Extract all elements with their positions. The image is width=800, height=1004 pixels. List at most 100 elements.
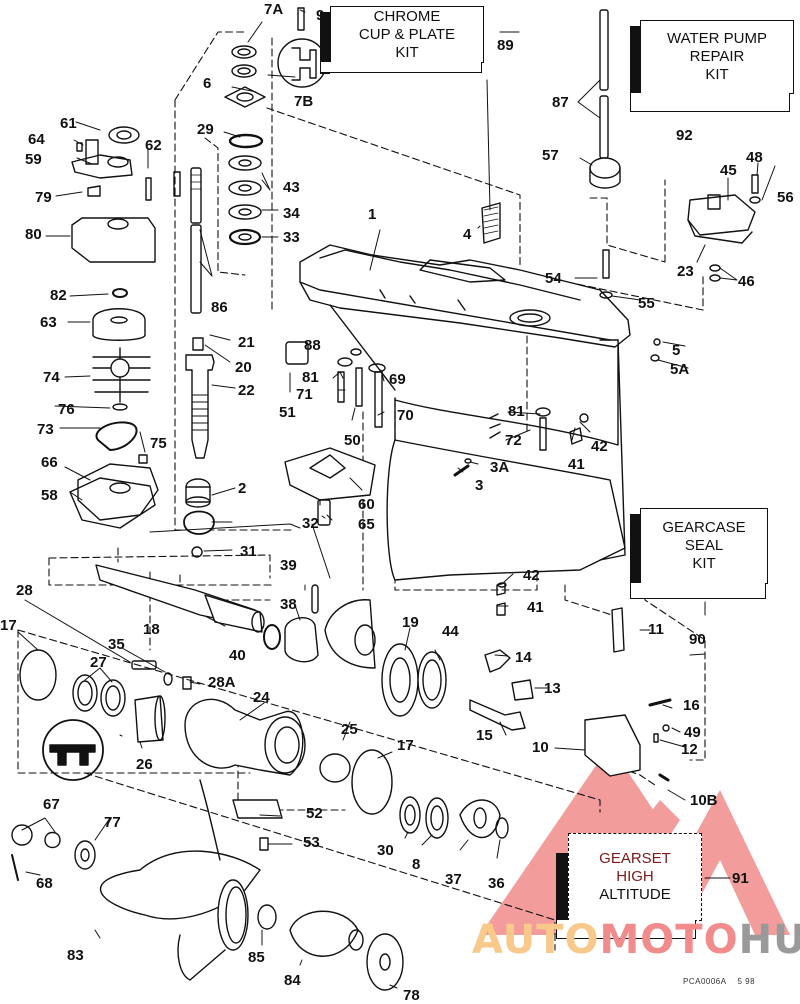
callout-25: 25 xyxy=(341,721,358,738)
stacked-washers xyxy=(224,7,327,246)
callout-14: 14 xyxy=(515,649,532,666)
callout-3A: 3A xyxy=(490,459,510,476)
callout-46: 46 xyxy=(738,273,755,290)
watermark-text: AUTOMOTOHUB xyxy=(472,920,800,960)
callout-39: 39 xyxy=(280,557,297,574)
callout-78: 78 xyxy=(403,987,420,1004)
callout-15: 15 xyxy=(476,727,493,744)
gearcase-housing xyxy=(299,244,631,581)
watermark-part-auto: AUTO xyxy=(472,917,600,963)
shifter-parts xyxy=(469,582,672,777)
callout-51: 51 xyxy=(279,404,296,421)
water-pump-parts xyxy=(69,126,159,529)
callout-81a: 81 xyxy=(302,369,319,386)
callout-85: 85 xyxy=(248,949,265,966)
callout-19: 19 xyxy=(402,614,419,631)
callout-4: 4 xyxy=(463,226,472,243)
callout-69: 69 xyxy=(389,371,406,388)
callout-53: 53 xyxy=(303,834,320,851)
callout-91: 91 xyxy=(732,870,749,887)
kit-line: KIT xyxy=(395,43,419,61)
callout-10B: 10B xyxy=(690,792,718,809)
kit-line: WATER PUMP xyxy=(667,30,767,47)
callout-1: 1 xyxy=(368,206,377,223)
callout-76: 76 xyxy=(58,401,75,418)
fasteners xyxy=(173,9,761,782)
callout-29: 29 xyxy=(197,121,214,138)
callout-7B: 7B xyxy=(294,93,314,110)
callout-12: 12 xyxy=(681,741,698,758)
callout-9: 9 xyxy=(316,7,325,24)
callout-38: 38 xyxy=(280,596,297,613)
drive-shaft-86 xyxy=(190,167,202,314)
kit-box-gearcase-seal: GEARCASE SEAL KIT xyxy=(630,508,770,603)
callout-42a: 42 xyxy=(591,438,608,455)
callout-17a: 17 xyxy=(0,617,17,634)
callout-34: 34 xyxy=(283,205,300,222)
callout-6: 6 xyxy=(203,75,212,92)
kit-box-chrome-cup-plate: CHROME CUP & PLATE KIT xyxy=(320,6,495,76)
callout-10: 10 xyxy=(532,739,549,756)
kit-line: GEARCASE xyxy=(662,519,746,536)
callout-73: 73 xyxy=(37,421,54,438)
callout-22: 22 xyxy=(238,382,255,399)
callout-72: 72 xyxy=(505,432,522,449)
figure-code: PCA0006A 5 98 xyxy=(683,977,755,986)
callout-35: 35 xyxy=(108,636,125,653)
callout-83: 83 xyxy=(67,947,84,964)
callout-30: 30 xyxy=(377,842,394,859)
pinion-bearing-housing-22 xyxy=(185,337,215,459)
callout-57: 57 xyxy=(542,147,559,164)
callout-70: 70 xyxy=(397,407,414,424)
callout-17b: 17 xyxy=(397,737,414,754)
callout-64: 64 xyxy=(28,131,45,148)
leader-lines xyxy=(17,9,776,989)
callout-28: 28 xyxy=(16,582,33,599)
callout-44: 44 xyxy=(442,623,459,640)
kit-line: REPAIR xyxy=(689,48,745,65)
kit-line: KIT xyxy=(705,66,729,83)
callout-27: 27 xyxy=(90,654,107,671)
callout-68: 68 xyxy=(36,875,53,892)
callout-37: 37 xyxy=(445,871,462,888)
propeller-83 xyxy=(11,779,404,991)
callout-79: 79 xyxy=(35,189,52,206)
callout-66: 66 xyxy=(41,454,58,471)
kit-line: HIGH xyxy=(616,868,654,885)
figure-code-id: PCA0006A xyxy=(683,977,727,986)
kit-line: GEARSET xyxy=(599,850,671,867)
callout-60: 60 xyxy=(358,496,375,513)
callout-41b: 41 xyxy=(527,599,544,616)
kit-box-water-pump-repair: WATER PUMP REPAIR KIT xyxy=(630,20,800,115)
kit-line: ALTITUDE xyxy=(599,886,671,903)
bearing-carrier-24 xyxy=(19,649,393,851)
callout-86: 86 xyxy=(211,299,228,316)
callout-80: 80 xyxy=(25,226,42,243)
callout-2: 2 xyxy=(238,480,247,497)
callout-81b: 81 xyxy=(508,403,525,420)
callout-52: 52 xyxy=(306,805,323,822)
watermark-part-moto: MOTO xyxy=(599,917,739,963)
callout-92: 92 xyxy=(676,127,693,144)
callout-82: 82 xyxy=(50,287,67,304)
kit-box-gearset-high-altitude: GEARSET HIGH ALTITUDE xyxy=(556,833,706,943)
callout-18: 18 xyxy=(143,621,160,638)
callout-43: 43 xyxy=(283,179,300,196)
callout-42b: 42 xyxy=(523,567,540,584)
callout-3: 3 xyxy=(475,477,484,494)
callout-59: 59 xyxy=(25,151,42,168)
callout-24: 24 xyxy=(253,689,270,706)
callout-41a: 41 xyxy=(568,456,585,473)
callout-16: 16 xyxy=(683,697,700,714)
callout-48: 48 xyxy=(746,149,763,166)
callout-55: 55 xyxy=(638,295,655,312)
callout-32a: 32 xyxy=(302,515,319,532)
callout-40: 40 xyxy=(229,647,246,664)
callout-23: 23 xyxy=(677,263,694,280)
callout-33: 33 xyxy=(283,229,300,246)
callout-71: 71 xyxy=(296,386,313,403)
callout-77: 77 xyxy=(104,814,121,831)
callout-84: 84 xyxy=(284,972,301,989)
callout-31: 31 xyxy=(240,543,257,560)
callout-13: 13 xyxy=(544,680,561,697)
